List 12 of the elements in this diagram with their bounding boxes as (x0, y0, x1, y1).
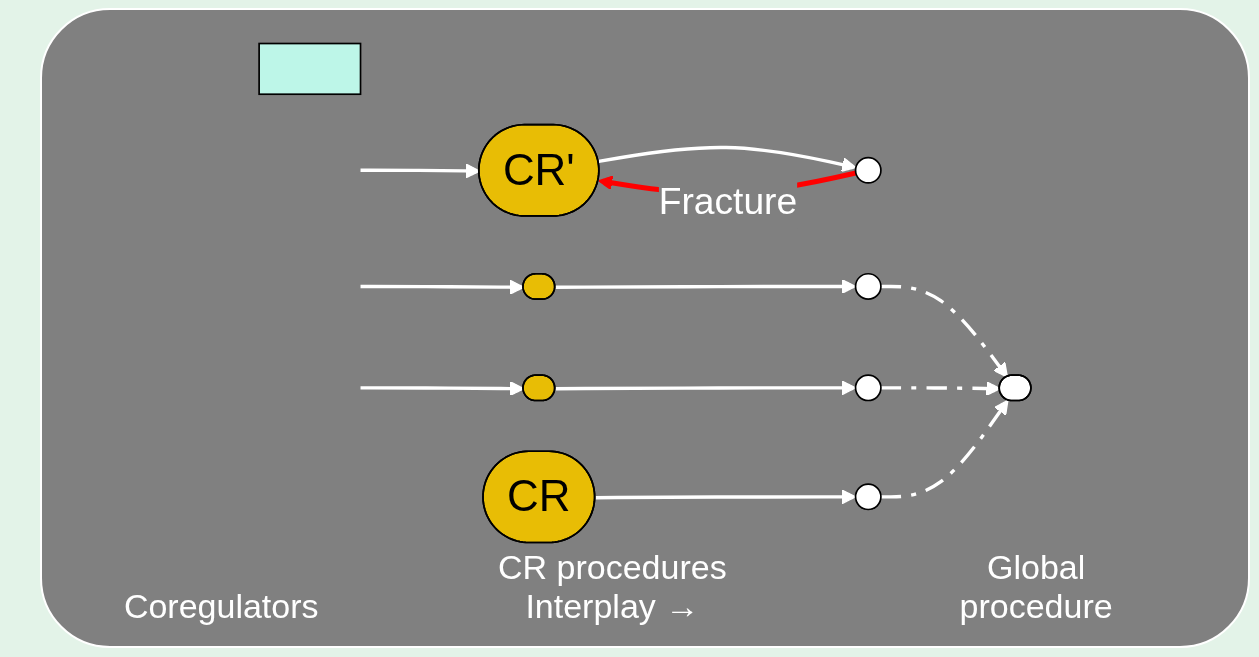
caption-label: Coregulators (123, 587, 319, 626)
node-circle (854, 483, 882, 511)
node-circle (854, 272, 882, 300)
edge-label: Fracture (658, 179, 798, 223)
caption-label: CR procedures Interplay → (497, 548, 728, 626)
arrow (880, 399, 1009, 499)
node-circle (854, 374, 882, 402)
caption-label: Global procedure (958, 548, 1114, 626)
arrow (598, 145, 857, 172)
arrow (880, 284, 1009, 378)
node-circle (854, 156, 882, 184)
node-box (258, 42, 362, 96)
